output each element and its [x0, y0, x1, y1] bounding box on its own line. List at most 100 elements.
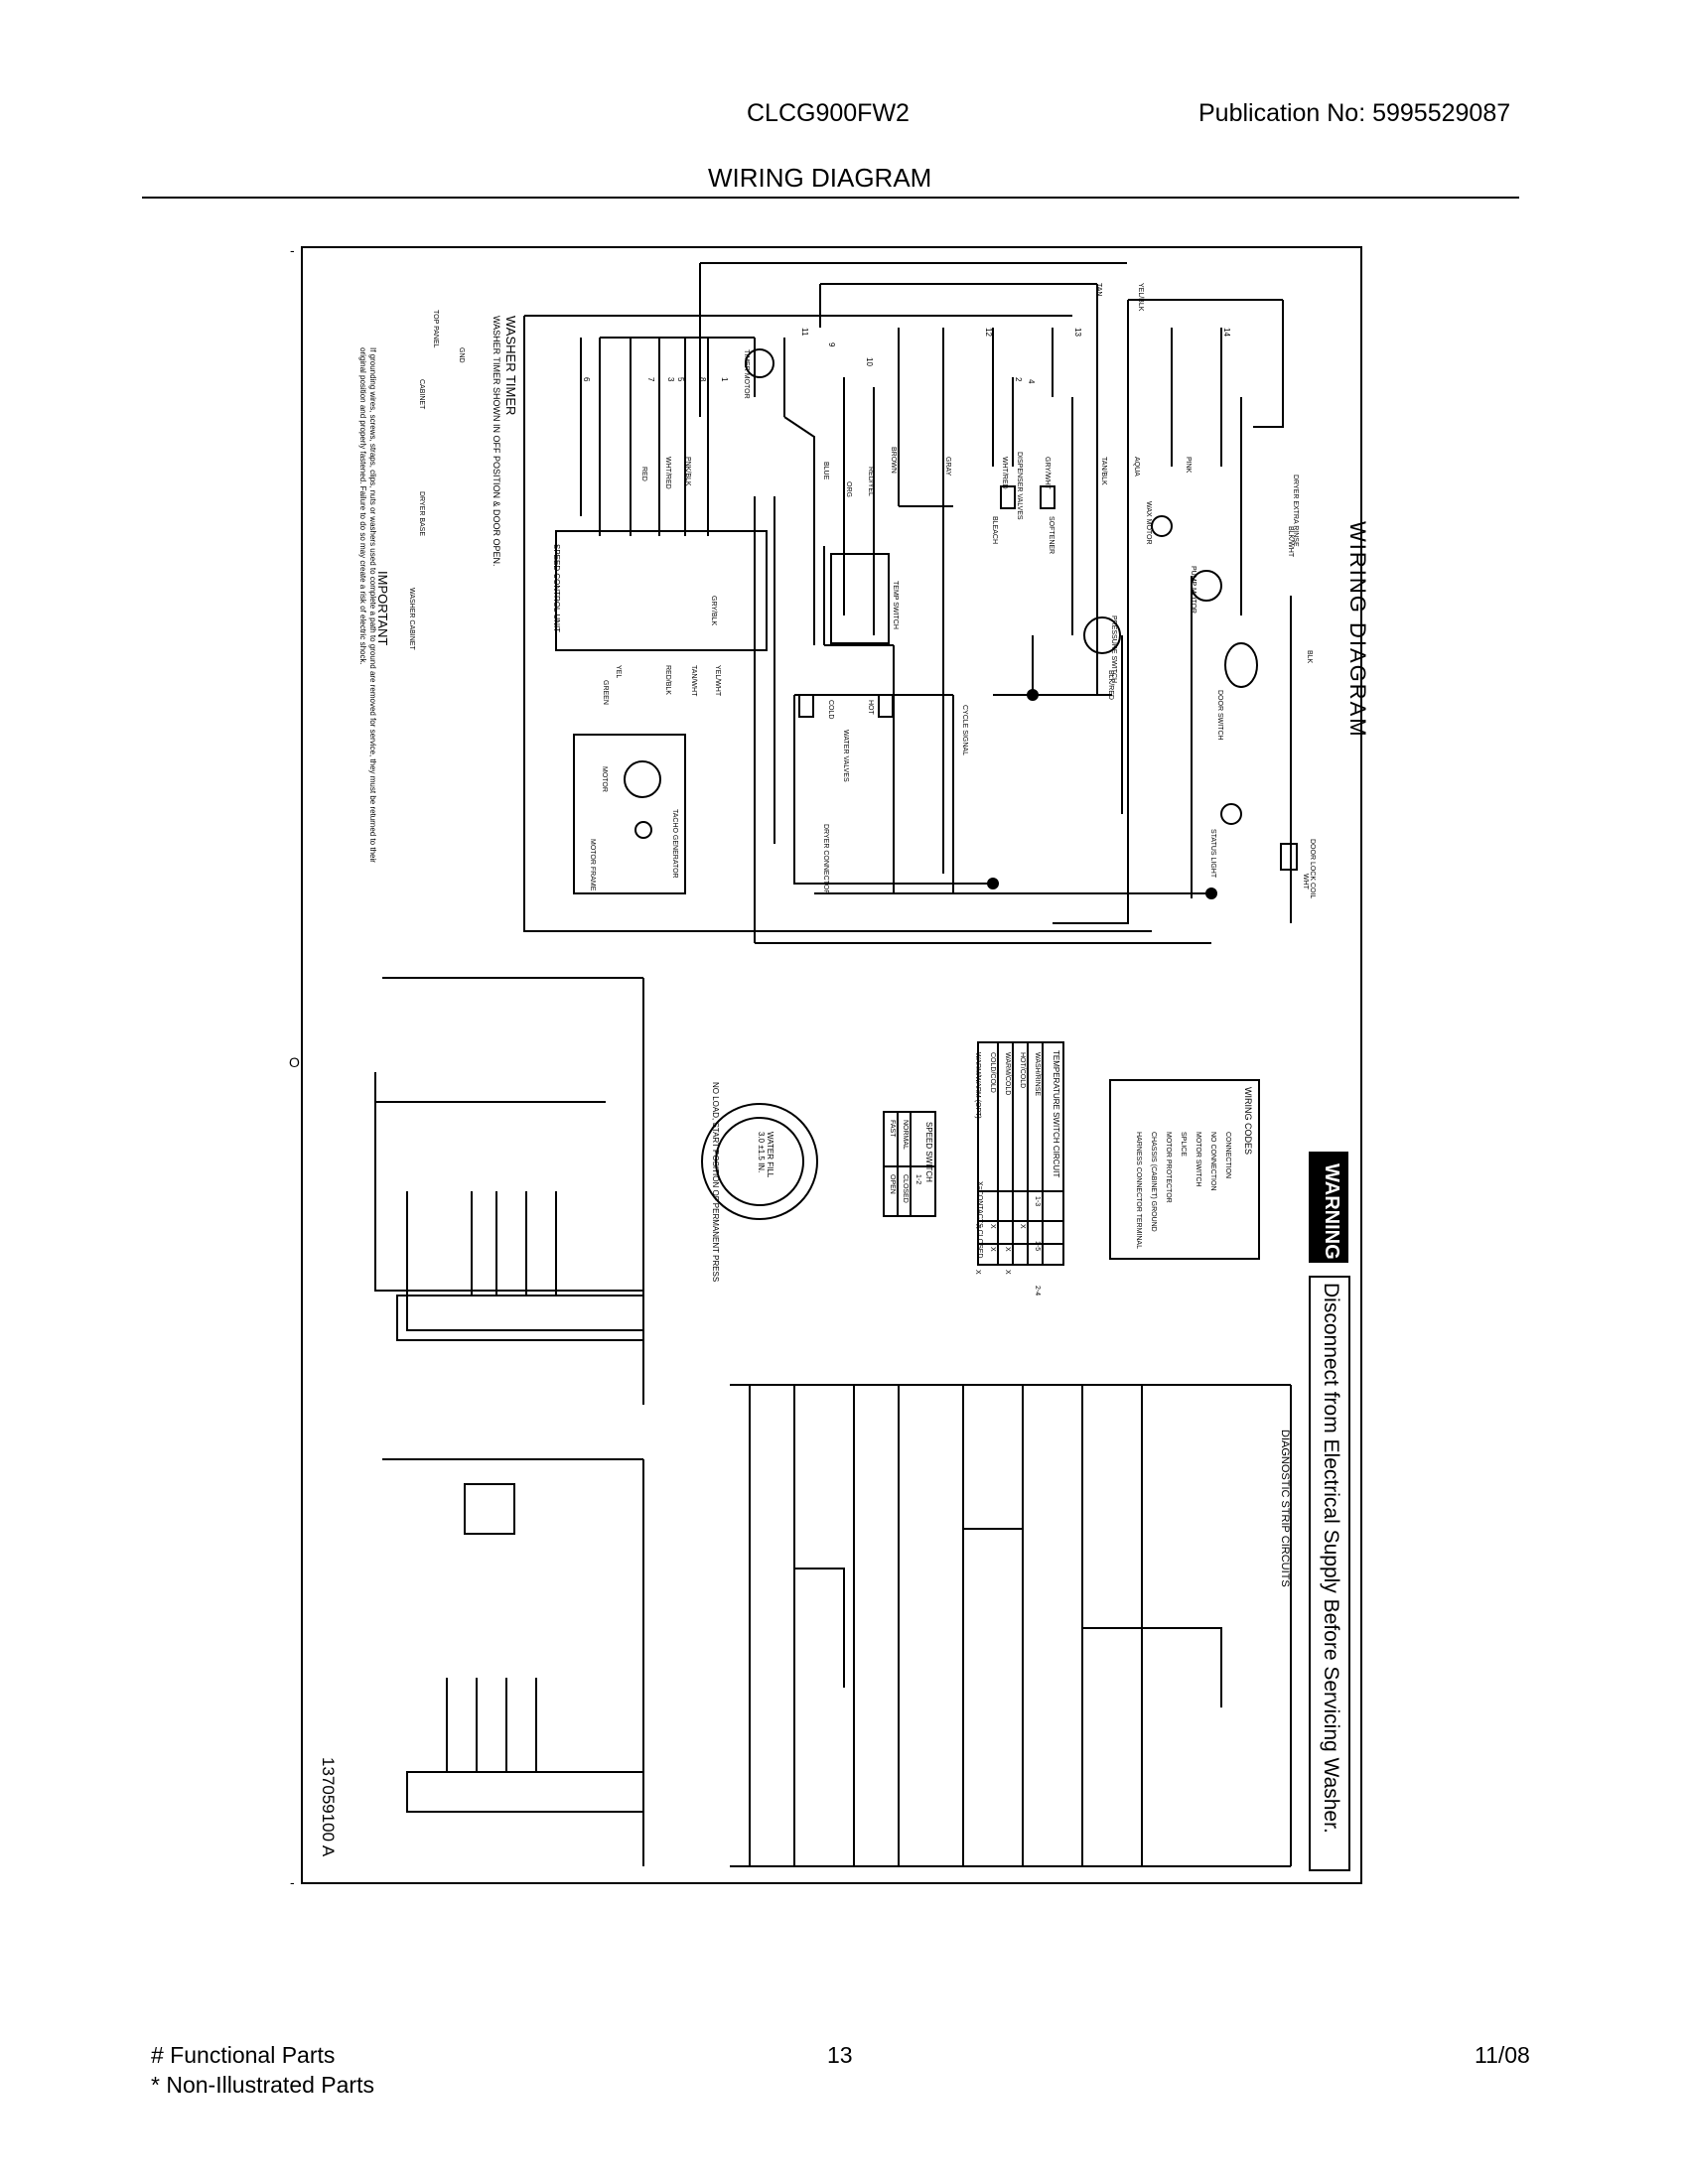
timer-motor-label: TIMER MOTOR: [743, 349, 750, 399]
timer-terminal-number: 10: [865, 357, 874, 366]
warning-banner: [1309, 1152, 1348, 1263]
top-panel-label: TOP PANEL: [432, 310, 439, 348]
temp-table-cell: X: [989, 1224, 996, 1229]
temp-table-cell: COLD/COLD: [989, 1052, 996, 1093]
softener-label: SOFTENER: [1048, 516, 1055, 555]
cycle-signal-label: CYCLE SIGNAL: [961, 705, 968, 755]
timer-terminal-number: 2: [1014, 377, 1023, 382]
temp-table-cell: X: [989, 1247, 996, 1252]
temp-table-cell: WARM/WARM (OPT): [974, 1052, 981, 1119]
wiring-code-entry: MOTOR SWITCH: [1195, 1132, 1201, 1187]
temp-table-header: 1-5: [1034, 1241, 1041, 1252]
wire-color-label: RED: [640, 467, 647, 481]
temp-table-cell: X: [974, 1270, 981, 1275]
temp-switch-label: TEMP SWITCH: [892, 581, 899, 629]
diagram-frame: [301, 246, 1362, 1884]
temp-table-header: WASH/RINSE: [1034, 1052, 1041, 1097]
motor-label: MOTOR: [601, 766, 608, 792]
wire-color-label: ORG: [845, 481, 852, 497]
cabinet-label: CABINET: [418, 379, 425, 410]
timer-terminal-number: 14: [1222, 328, 1231, 337]
wire-color-label: GRY/BLK: [710, 596, 717, 626]
crop-mark-top: -: [290, 242, 295, 258]
important-title: IMPORTANT: [375, 571, 390, 646]
wire-color-label: GRY/WHT: [1044, 457, 1051, 489]
temp-table-cell: X: [1004, 1270, 1011, 1275]
wire-color-label: BLK: [1306, 650, 1313, 664]
wire-color-label: RED/BLK: [664, 665, 671, 695]
dial-fill-text: WATER FILL 3.0 ±1.5 IN.: [757, 1132, 774, 1178]
wire-color-label: GREEN: [602, 680, 609, 705]
wire-color-label: YEL: [615, 665, 622, 679]
wiring-code-entry: NO CONNECTION: [1209, 1132, 1216, 1191]
publication-number: Publication No: 5995529087: [1198, 99, 1511, 127]
speed-control-label: SPEED CONTROL UNIT: [552, 544, 561, 633]
wire-color-label: BLK/WHT: [1287, 526, 1294, 558]
speed-table-cell: FAST: [889, 1120, 896, 1138]
wire-color-label: WHT/RED: [1001, 457, 1008, 489]
wiring-codes-title: WIRING CODES: [1243, 1087, 1253, 1156]
part-number: 137059100 A: [319, 1757, 338, 1857]
gnd-label: GND: [458, 347, 465, 363]
timer-terminal-number: 8: [698, 377, 707, 382]
wire-color-label: TAN/WHT: [690, 665, 697, 697]
timer-terminal-number: 6: [582, 377, 591, 382]
timer-terminal-number: 3: [666, 377, 675, 382]
wire-color-label: BROWN: [890, 447, 897, 474]
footer-non-illustrated-parts: * Non-Illustrated Parts: [151, 2072, 374, 2098]
temp-table-note: X=CONTACTS CLOSED: [976, 1181, 983, 1259]
washer-cabinet-label: WASHER CABINET: [408, 588, 415, 650]
wire-color-label: WHT/RED: [664, 457, 671, 489]
cold-valve-label: COLD: [827, 700, 834, 720]
motor-frame-label: MOTOR FRAME: [589, 839, 596, 891]
wire-color-label: BLK/RED: [1107, 670, 1114, 700]
wiring-code-entry: SPLICE: [1180, 1132, 1187, 1157]
wire-color-label: TAN: [1095, 283, 1102, 297]
dryer-base-label: DRYER BASE: [418, 491, 425, 536]
status-light-label: STATUS LIGHT: [1209, 829, 1216, 879]
timer-terminal-number: 11: [800, 328, 809, 337]
wire-color-label: RED/YEL: [867, 467, 874, 496]
warning-text-box: [1309, 1276, 1350, 1871]
temp-table-header: 1-3: [1034, 1196, 1041, 1207]
wax-motor-label: WAX MOTOR: [1145, 501, 1152, 545]
footer-functional-parts: # Functional Parts: [151, 2042, 336, 2068]
bleach-label: BLEACH: [991, 516, 998, 545]
door-lock-label: DOOR LOCK COIL: [1309, 839, 1316, 899]
temp-table-cell: X: [1004, 1247, 1011, 1252]
important-text: If grounding wires, screws, straps, clip…: [358, 347, 377, 863]
timer-terminal-number: 4: [1027, 379, 1036, 384]
diagnostic-title: DIAGNOSTIC STRIP CIRCUITS: [1279, 1430, 1291, 1587]
wire-color-label: BLUE: [822, 462, 829, 480]
footer-date: 11/08: [1475, 2042, 1530, 2068]
speed-table-header: 1-2: [914, 1174, 921, 1185]
timer-note: WASHER TIMER SHOWN IN OFF POSITION & DOO…: [492, 316, 501, 567]
wire-color-label: YEL/WHT: [714, 665, 721, 697]
wiring-code-entry: HARNESS CONNECTOR TERMINAL: [1135, 1132, 1142, 1249]
pump-motor-label: PUMP MOTOR: [1190, 566, 1196, 614]
wire-color-label: YEL/BLK: [1137, 283, 1144, 312]
timer-terminal-number: 7: [646, 377, 655, 382]
door-switch-label: DOOR SWITCH: [1216, 690, 1223, 741]
wire-color-label: AQUA: [1133, 457, 1140, 477]
dial-label: NO LOAD, START POSITION OF PERMANENT PRE…: [711, 1082, 720, 1283]
warning-text: Disconnect from Electrical Supply Before…: [1320, 1283, 1342, 1834]
speed-table-cell: NORMAL: [902, 1120, 909, 1150]
wire-color-label: PINK: [1185, 457, 1192, 474]
temp-table-cell: WARM/COLD: [1004, 1052, 1011, 1096]
speed-table-cell: OPEN: [889, 1174, 896, 1194]
registration-mark: O: [289, 1054, 300, 1070]
diagram-main-title: WIRING DIAGRAM: [1345, 521, 1370, 739]
model-number: CLCG900FW2: [747, 99, 910, 127]
wiring-code-entry: MOTOR PROTECTOR: [1165, 1132, 1172, 1203]
temp-table-title: TEMPERATURE SWITCH CIRCUIT: [1052, 1050, 1060, 1178]
wiring-code-entry: CONNECTION: [1224, 1132, 1231, 1179]
timer-title: WASHER TIMER: [503, 316, 518, 416]
timer-terminal-number: 1: [720, 377, 729, 382]
page-title: WIRING DIAGRAM: [708, 163, 932, 193]
dispenser-valves-label: DISPENSER VALVES: [1016, 452, 1023, 520]
footer-page-number: 13: [827, 2042, 853, 2068]
tacho-label: TACHO GENERATOR: [671, 809, 678, 879]
timer-terminal-number: 5: [676, 377, 685, 382]
